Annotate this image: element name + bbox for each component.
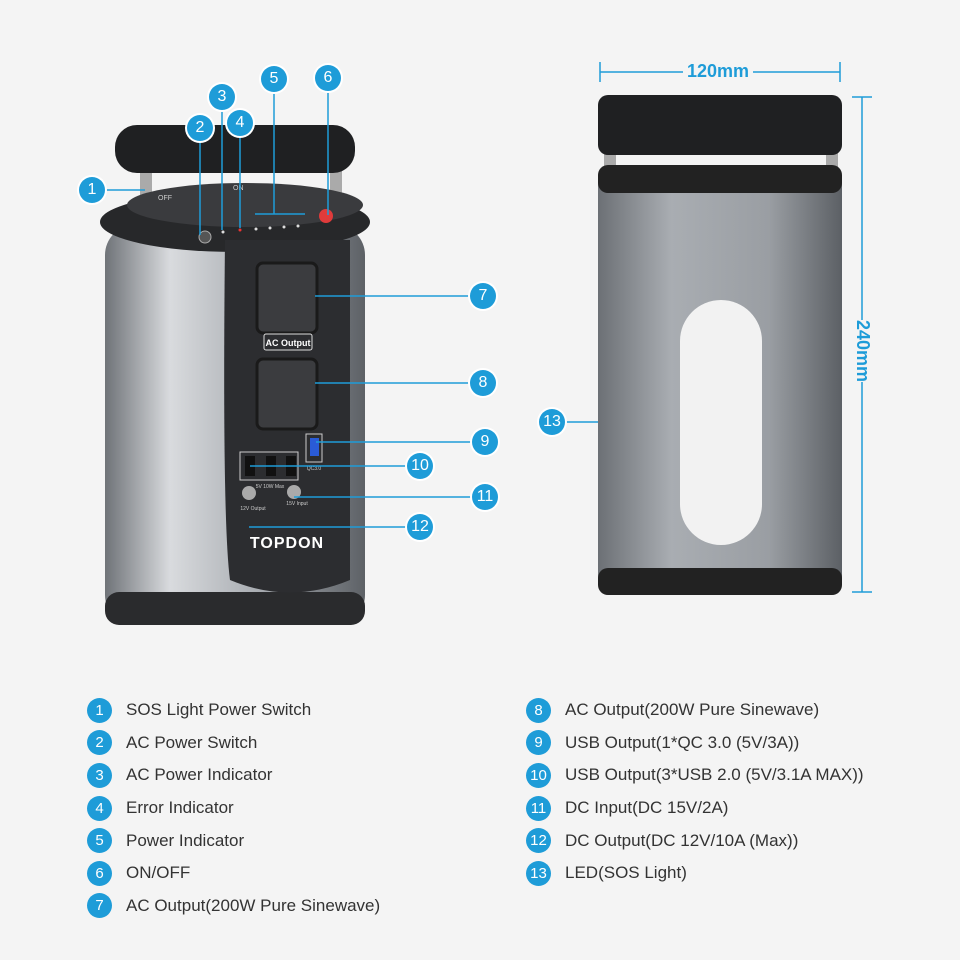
legend-label: Error Indicator: [126, 798, 234, 818]
legend-number: 5: [87, 828, 112, 854]
side-view-device: [598, 95, 842, 595]
legend-number: 3: [87, 762, 112, 788]
callout-4: 4: [227, 110, 253, 136]
callout-8: 8: [470, 370, 496, 396]
ac-outlet-2: [255, 357, 319, 431]
handle: [598, 95, 842, 155]
legend-label: DC Output(DC 12V/10A (Max)): [565, 830, 799, 850]
legend-number: 8: [526, 697, 551, 723]
legend-number: 4: [87, 795, 112, 821]
legend-item: 4 Error Indicator: [87, 792, 380, 825]
width-dimension: 120mm: [683, 61, 754, 82]
legend-item: 8 AC Output(200W Pure Sinewave): [526, 694, 864, 727]
callout-7: 7: [470, 283, 496, 309]
legend-number: 9: [526, 730, 551, 756]
callout-13: 13: [539, 409, 565, 435]
handle: [115, 125, 355, 173]
callout-2: 2: [187, 115, 213, 141]
ac-outlet-1: [255, 261, 319, 335]
svg-text:TOPDON: TOPDON: [250, 535, 324, 552]
legend-label: SOS Light Power Switch: [126, 700, 312, 720]
svg-text:12V Output: 12V Output: [240, 506, 266, 512]
svg-text:AC Output: AC Output: [266, 338, 311, 348]
svg-text:15V Input: 15V Input: [286, 501, 308, 507]
legend-item: 13 LED(SOS Light): [526, 857, 864, 890]
svg-text:QC3.0: QC3.0: [307, 466, 322, 472]
legend-label: AC Power Indicator: [126, 765, 273, 785]
legend-number: 6: [87, 860, 112, 886]
legend-item: 10 USB Output(3*USB 2.0 (5V/3.1A MAX)): [526, 759, 864, 792]
legend-label: LED(SOS Light): [565, 863, 687, 883]
svg-text:OFF: OFF: [158, 195, 172, 202]
legend-item: 5 Power Indicator: [87, 824, 380, 857]
legend-label: AC Output(200W Pure Sinewave): [126, 895, 381, 915]
legend-item: 1 SOS Light Power Switch: [87, 694, 380, 727]
legend-label: ON/OFF: [126, 863, 191, 883]
legend-label: USB Output(1*QC 3.0 (5V/3A)): [565, 732, 800, 752]
legend-number: 2: [87, 730, 112, 756]
callout-11: 11: [472, 484, 498, 510]
legend-number: 11: [526, 795, 551, 821]
legend-label: DC Input(DC 15V/2A): [565, 798, 729, 818]
legend-label: Power Indicator: [126, 830, 245, 850]
legend-number: 12: [526, 828, 551, 854]
callout-10: 10: [407, 453, 433, 479]
legend-label: AC Output(200W Pure Sinewave): [565, 700, 820, 720]
legend-left: 1 SOS Light Power Switch 2 AC Power Switch…: [87, 694, 380, 922]
legend-number: 1: [87, 697, 112, 723]
callout-1: 1: [79, 177, 105, 203]
svg-text:5V 10W Max: 5V 10W Max: [256, 484, 285, 490]
legend-label: USB Output(3*USB 2.0 (5V/3.1A MAX)): [565, 765, 864, 785]
legend-item: 3 AC Power Indicator: [87, 759, 380, 792]
legend-item: 6 ON/OFF: [87, 857, 380, 890]
height-dimension: 240mm: [848, 320, 877, 383]
front-view-device: AC Output 5V 10W Max QC3.0 12V Output 15…: [100, 125, 370, 625]
legend-number: 13: [526, 860, 551, 886]
callout-3: 3: [209, 84, 235, 110]
legend-number: 10: [526, 762, 551, 788]
callout-9: 9: [472, 429, 498, 455]
svg-text:ON: ON: [233, 185, 244, 192]
legend-label: AC Power Switch: [126, 732, 258, 752]
legend-item: 2 AC Power Switch: [87, 727, 380, 760]
legend-number: 7: [87, 893, 112, 919]
legend-item: 12 DC Output(DC 12V/10A (Max)): [526, 824, 864, 857]
legend-item: 9 USB Output(1*QC 3.0 (5V/3A)): [526, 727, 864, 760]
callout-5: 5: [261, 66, 287, 92]
callout-12: 12: [407, 514, 433, 540]
sos-led-panel: [680, 300, 762, 545]
legend-item: 11 DC Input(DC 15V/2A): [526, 792, 864, 825]
legend-item: 7 AC Output(200W Pure Sinewave): [87, 890, 380, 923]
callout-6: 6: [315, 65, 341, 91]
